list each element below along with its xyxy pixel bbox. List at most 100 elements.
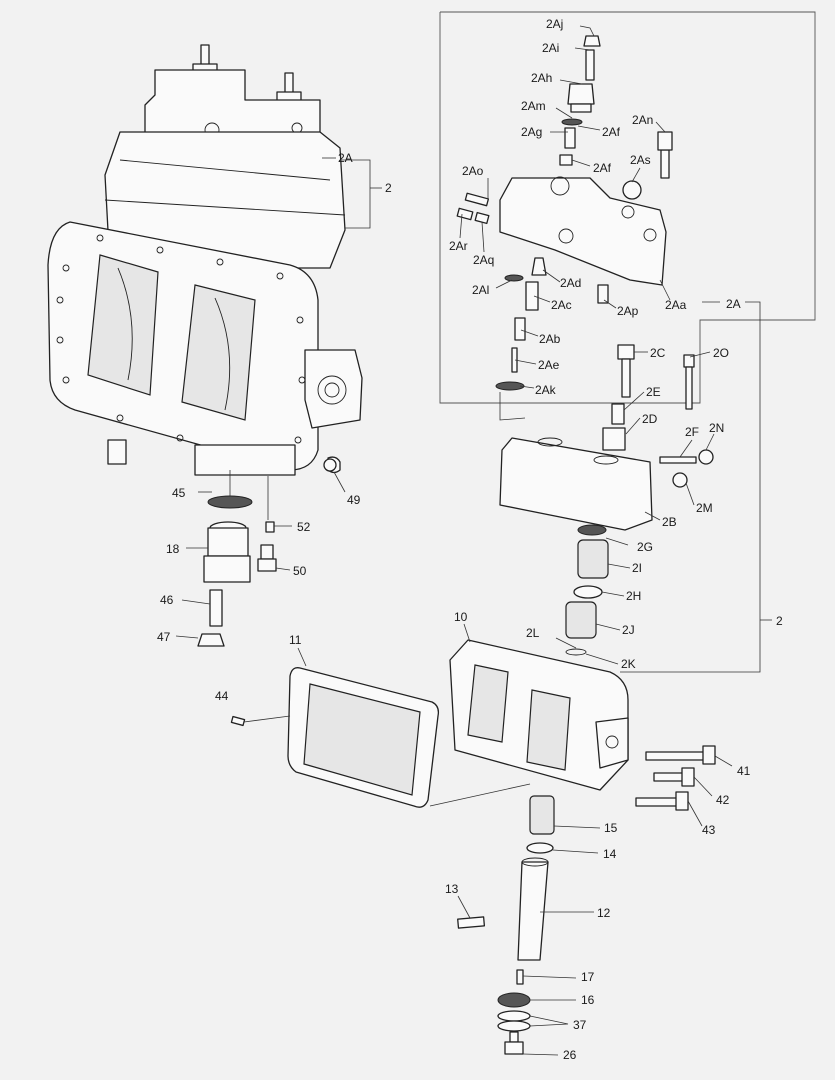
callout-2Ac: 2Ac [551,298,572,312]
part-2Ao [464,192,490,207]
bolt-42 [653,772,685,782]
callout-2Ad: 2Ad [560,276,582,290]
callout-14: 14 [603,847,617,861]
callout-37: 37 [573,1018,587,1032]
part-2Ar [456,207,474,221]
callout-2Ag: 2Ag [521,125,543,139]
pin-17 [516,969,524,985]
part-2An [660,149,670,179]
callout-2F: 2F [685,425,700,439]
callout-2Af-1: 2Af [602,125,621,139]
callout-2C: 2C [650,346,666,360]
screw-50 [260,544,274,560]
callout-11: 11 [289,633,302,647]
callout-44: 44 [215,689,229,703]
lower-body-10 [449,639,629,791]
callout-12: 12 [597,906,611,920]
part-2Ad [531,257,547,276]
callout-2Al: 2Al [472,283,490,297]
callout-43: 43 [702,823,716,837]
callout-2Ae: 2Ae [538,358,560,372]
part-2As [622,180,642,200]
assembled-pump-unit [47,44,363,476]
gasket-11 [287,667,440,808]
valve-body-2B [499,437,653,531]
plug-49 [323,458,337,472]
callout-47: 47 [157,630,171,644]
callout-2D: 2D [642,412,658,426]
callout-2Aq: 2Aq [473,253,495,267]
callout-18: 18 [166,542,180,556]
callout-2Aj: 2Aj [546,17,564,31]
part-2Aj [583,35,601,47]
part-2O [683,354,695,368]
callout-2A-top: 2A [338,151,353,165]
part-2Ac [525,281,539,311]
callout-46: 46 [160,593,174,607]
callout-45: 45 [172,486,186,500]
callout-17: 17 [581,970,595,984]
callout-2G: 2G [637,540,654,554]
callout-52: 52 [297,520,311,534]
part-2M [672,472,688,488]
part-2Af [559,154,573,166]
callout-2A-right: 2A [726,297,741,311]
callout-2E: 2E [646,385,661,399]
callout-15: 15 [604,821,618,835]
part-46 [209,589,223,627]
part-2H [573,585,603,599]
callout-16: 16 [581,993,595,1007]
callout-2J: 2J [622,623,635,637]
part-2Ab [514,317,526,341]
bolt-41 [645,751,705,761]
callout-2L: 2L [526,626,540,640]
spring-15 [529,795,555,835]
callout-10: 10 [454,610,468,624]
callout-2An: 2An [632,113,654,127]
callout-42: 42 [716,793,730,807]
callout-2Ao: 2Ao [462,164,484,178]
part-2Ap [597,284,609,304]
callout-2B: 2B [662,515,677,529]
nut-47 [197,633,225,647]
callout-2-top: 2 [385,181,392,195]
spring-2I [577,539,609,579]
part-2Ah [567,83,595,105]
callout-26: 26 [563,1048,577,1062]
part-2Am [561,118,583,126]
callout-2Af-2: 2Af [593,161,612,175]
leader-lines [175,25,772,1056]
pin-44 [230,715,246,727]
callout-2Ai: 2Ai [542,41,560,55]
part-2G [577,524,607,536]
washer-14 [526,842,554,854]
part-2Aq [474,211,490,225]
callout-41: 41 [737,764,751,778]
part-2F [659,456,697,464]
part-16 [497,992,531,1008]
callout-2I: 2I [632,561,643,575]
callout-2M: 2M [696,501,713,515]
ring-37a [497,1010,531,1022]
callout-2-right: 2 [776,614,783,628]
bolt-43 [635,797,679,807]
callout-50: 50 [293,564,307,578]
part-52 [265,521,275,533]
o-ring-45 [207,495,253,509]
callout-2Ar: 2Ar [449,239,468,253]
part-2Ai [585,49,595,81]
callout-2Ah: 2Ah [531,71,553,85]
bolt-26 [509,1031,519,1043]
callout-2N: 2N [709,421,725,435]
valve-head-2Aa [499,176,667,286]
callout-2Am: 2Am [521,99,546,113]
callout-2Aa: 2Aa [665,298,687,312]
callout-2Ap: 2Ap [617,304,639,318]
part-2E [611,403,625,425]
callout-2Ab: 2Ab [539,332,561,346]
plunger-12 [517,861,549,961]
pin-13 [457,916,486,929]
callout-13: 13 [445,882,459,896]
ring-37b [497,1020,531,1032]
